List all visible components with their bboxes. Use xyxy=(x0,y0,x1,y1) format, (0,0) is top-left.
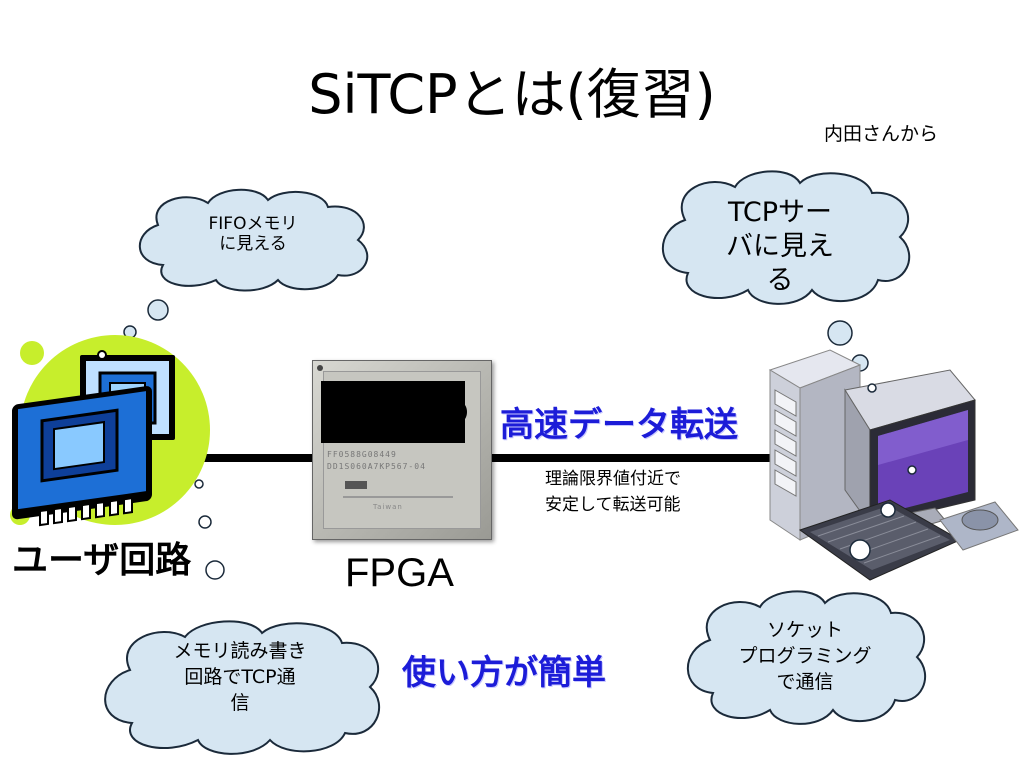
bubble-socket-line1: ソケット xyxy=(766,619,843,641)
bubble-memory-line2: 回路でTCP通 xyxy=(184,666,296,688)
fpga-marking-3: Taiwan xyxy=(373,503,403,511)
user-circuit-chip-icon xyxy=(10,335,210,527)
bubble-socket-line3: で通信 xyxy=(776,671,834,693)
fpga-marking-1: FF0588G08449 xyxy=(327,450,397,459)
fpga-redaction-tab xyxy=(453,402,467,422)
fpga-marking-2: DD1S060A7KP567-04 xyxy=(327,462,426,471)
thought-dots-user xyxy=(194,479,225,580)
thought-bubble-tcp xyxy=(661,170,911,305)
bubble-fifo-line1: FIFOメモリ xyxy=(208,214,298,234)
fpga-redaction xyxy=(321,381,465,443)
bubble-socket-line2: プログラミング xyxy=(738,645,872,667)
computer-server-icon xyxy=(768,349,1019,581)
bubble-fifo-line2: に見える xyxy=(219,234,287,255)
slide-title: SiTCPとは(復習) xyxy=(308,63,716,126)
thought-bubble-fifo xyxy=(138,188,369,292)
credit-text: 内田さんから xyxy=(824,123,939,145)
note-line1: 理論限界値付近で xyxy=(545,469,681,489)
user-circuit-label: ユーザ回路 xyxy=(12,540,192,581)
thought-bubble-memory xyxy=(104,620,381,755)
bubble-tcp-line2: バに見え xyxy=(726,231,834,262)
bubble-memory-line3: 信 xyxy=(230,692,250,714)
thought-bubble-socket xyxy=(686,590,927,725)
note-line2: 安定して転送可能 xyxy=(545,495,681,515)
easy-to-use-label: 使い方が簡単 xyxy=(402,653,606,693)
bubble-tcp-line3: る xyxy=(766,265,794,296)
fpga-chip: FF0588G08449 DD1S060A7KP567-04 Taiwan xyxy=(312,360,492,540)
fpga-label: FPGA xyxy=(345,551,454,595)
bubble-tcp-line1: TCPサー xyxy=(727,197,833,228)
bubble-memory-line1: メモリ読み書き xyxy=(173,640,307,662)
high-speed-transfer-label: 高速データ転送 xyxy=(500,405,738,445)
